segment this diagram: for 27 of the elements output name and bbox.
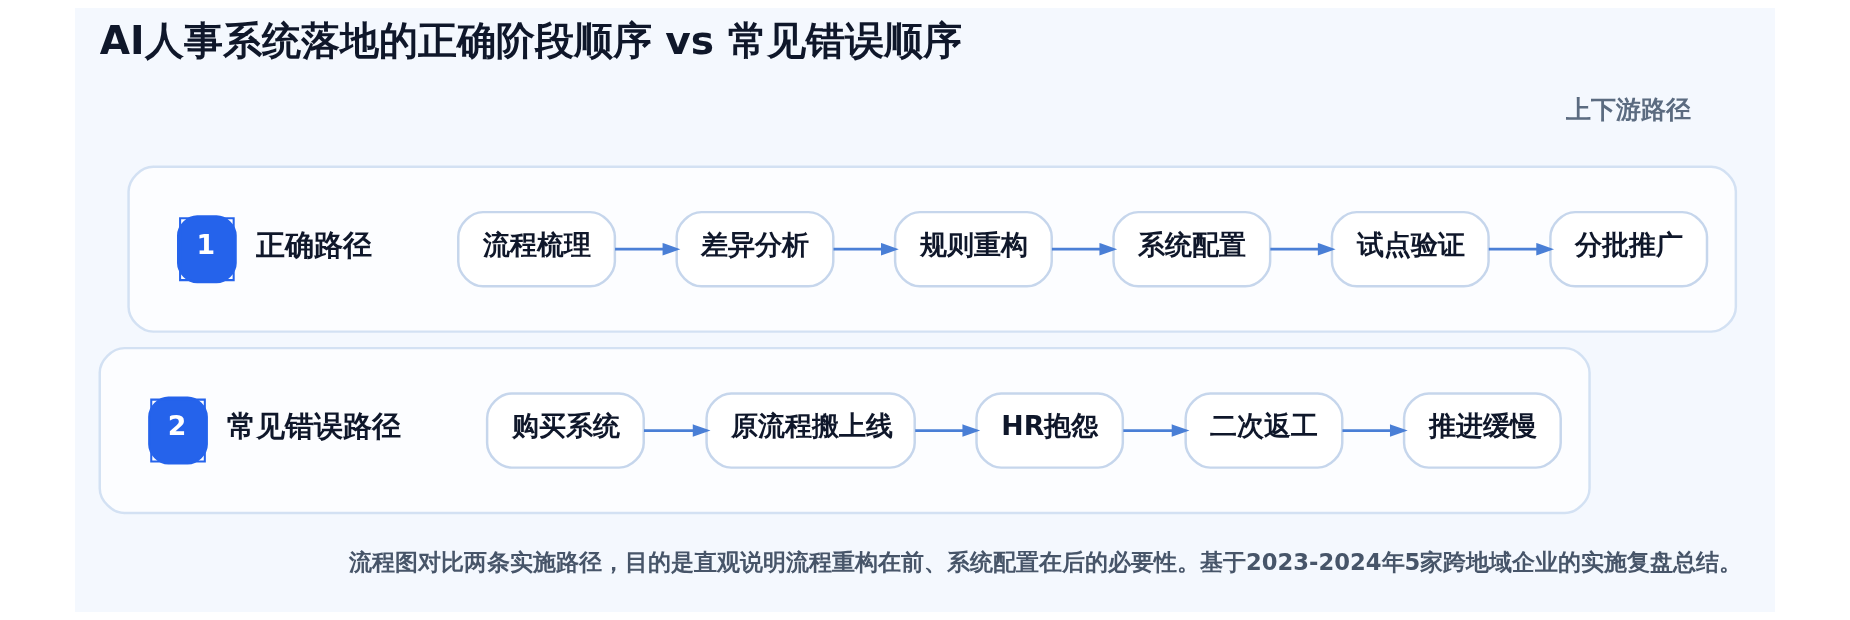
node-box: 推进缓慢	[1402, 392, 1562, 469]
arrow	[833, 243, 899, 256]
arrow	[643, 424, 711, 437]
node-box: 差异分析	[675, 210, 835, 288]
node-box: 原流程搬上线	[705, 392, 916, 469]
cluster	[98, 346, 1591, 515]
cluster	[127, 165, 1738, 333]
arrow	[1270, 243, 1336, 256]
caption: 流程图对比两条实施路径，目的是直观说明流程重构在前、系统配置在后的必要性。基于2023-2024年5家跨地域企业的实施复盘总结。	[349, 549, 1743, 576]
arrow	[915, 424, 981, 437]
label: 上下游路径	[1565, 94, 1691, 124]
node-box: 系统配置	[1112, 210, 1272, 288]
node-label: 正确路径	[256, 227, 373, 262]
arrow	[1342, 424, 1408, 437]
node-box: 规则重构	[893, 210, 1053, 288]
node-box: 购买系统	[485, 392, 645, 469]
node-box: 流程梳理	[457, 210, 617, 288]
node-label: 常见错误路径	[227, 409, 402, 444]
node-box: 分批推广	[1549, 210, 1709, 288]
node-box: HR抱怨	[975, 392, 1125, 469]
arrow	[615, 243, 681, 256]
arrow	[1123, 424, 1190, 437]
node-box: 试点验证	[1330, 210, 1490, 288]
arrow	[1488, 243, 1555, 256]
arrow	[1051, 243, 1118, 256]
node-box: 二次返工	[1184, 392, 1344, 469]
diagram-title: AI人事系统落地的正确阶段顺序 vs 常见错误顺序	[99, 17, 962, 63]
